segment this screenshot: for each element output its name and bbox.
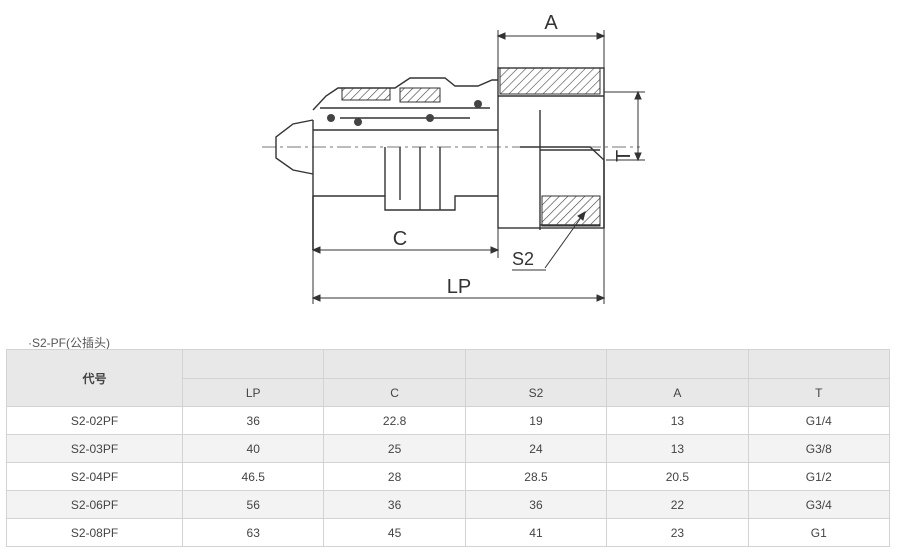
dim-label-c: C xyxy=(393,228,407,250)
cell-s2: 24 xyxy=(464,434,608,463)
cell-t: G1/4 xyxy=(747,406,891,435)
cell-code: S2-08PF xyxy=(6,518,183,547)
cell-c: 36 xyxy=(323,490,466,519)
cell-s2: 19 xyxy=(464,406,608,435)
header-spacer xyxy=(464,349,608,379)
table-row: S2-06PF 56 36 36 22 G3/4 xyxy=(6,490,891,519)
cell-t: G3/8 xyxy=(747,434,891,463)
column-header-a: A xyxy=(606,378,749,407)
header-spacer xyxy=(323,349,466,379)
cell-code: S2-06PF xyxy=(6,490,183,519)
header-spacer xyxy=(606,349,749,379)
cell-a: 13 xyxy=(606,406,749,435)
cell-lp: 63 xyxy=(181,518,325,547)
cell-lp: 56 xyxy=(181,490,325,519)
cell-t: G1/2 xyxy=(747,462,891,491)
cell-t: G1 xyxy=(747,518,891,547)
cell-a: 20.5 xyxy=(606,462,749,491)
code-header: 代号 xyxy=(6,349,183,407)
dim-label-s2: S2 xyxy=(512,249,534,269)
dim-label-lp: LP xyxy=(447,276,471,298)
column-header-s2: S2 xyxy=(464,378,608,407)
cell-code: S2-04PF xyxy=(6,462,183,491)
cell-lp: 40 xyxy=(181,434,325,463)
coupling-technical-drawing: A T C S2 LP xyxy=(262,12,645,304)
table-row: S2-02PF 36 22.8 19 13 G1/4 xyxy=(6,406,891,435)
cell-c: 22.8 xyxy=(323,406,466,435)
cell-lp: 36 xyxy=(181,406,325,435)
cell-a: 13 xyxy=(606,434,749,463)
table-caption: ·S2-PF(公插头) xyxy=(28,336,110,350)
spec-table: 代号 LP C S2 A T S2-02PF 36 22.8 19 13 G1/… xyxy=(6,349,891,547)
header-spacer xyxy=(181,349,325,379)
column-header-c: C xyxy=(323,378,466,407)
cell-c: 28 xyxy=(323,462,466,491)
cell-s2: 28.5 xyxy=(464,462,608,491)
cell-a: 22 xyxy=(606,490,749,519)
cell-s2: 36 xyxy=(464,490,608,519)
cell-s2: 41 xyxy=(464,518,608,547)
cell-a: 23 xyxy=(606,518,749,547)
dim-label-a: A xyxy=(544,12,558,34)
header-spacer xyxy=(747,349,891,379)
dim-label-t: T xyxy=(613,150,635,162)
cell-code: S2-03PF xyxy=(6,434,183,463)
table-row: S2-08PF 63 45 41 23 G1 xyxy=(6,518,891,547)
table-row: S2-03PF 40 25 24 13 G3/8 xyxy=(6,434,891,463)
column-header-t: T xyxy=(747,378,891,407)
column-header-lp: LP xyxy=(181,378,325,407)
cell-code: S2-02PF xyxy=(6,406,183,435)
cell-t: G3/4 xyxy=(747,490,891,519)
cell-c: 45 xyxy=(323,518,466,547)
cell-lp: 46.5 xyxy=(181,462,325,491)
cell-c: 25 xyxy=(323,434,466,463)
table-row: S2-04PF 46.5 28 28.5 20.5 G1/2 xyxy=(6,462,891,491)
